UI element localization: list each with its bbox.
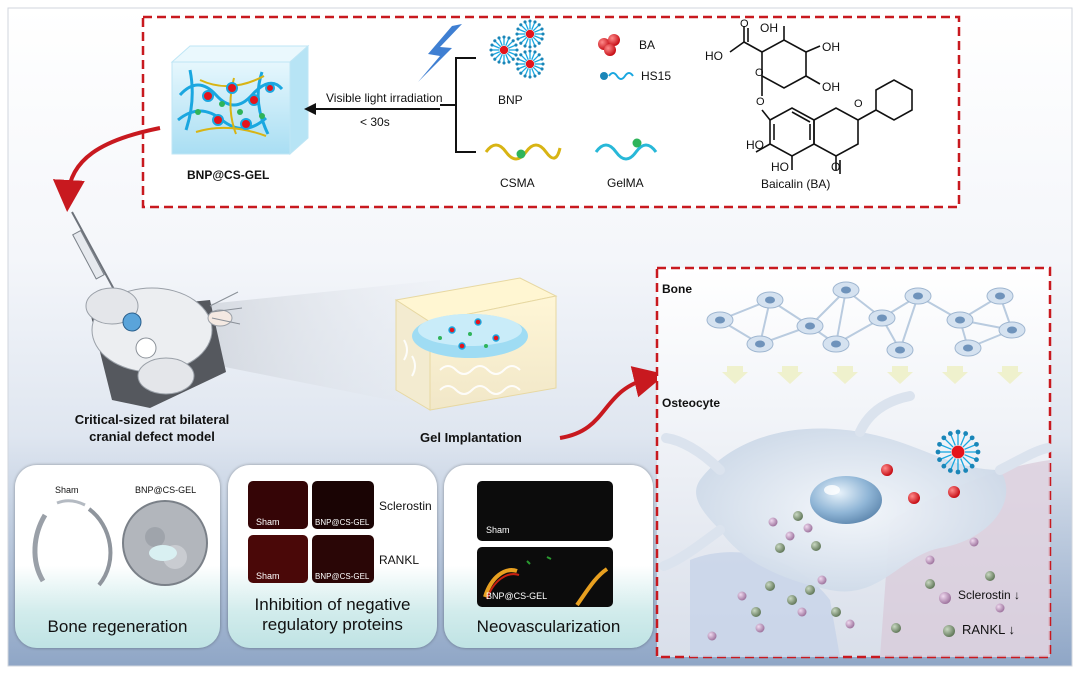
rat-model-label-line1: Critical-sized rat bilateral: [74, 412, 230, 427]
bone-regeneration-title: Bone regeneration: [47, 617, 188, 636]
sclerostin-label: Sclerostin ↓: [958, 588, 1021, 602]
sham-tag: Sham: [486, 525, 510, 535]
osteocyte-label: Osteocyte: [662, 396, 721, 410]
csma-label: CSMA: [500, 176, 535, 190]
sham-label: Sham: [55, 485, 79, 495]
csma-strand: [484, 143, 562, 161]
ba-legend-label: BA: [639, 38, 656, 52]
gel-tag: BNP@CS-GEL: [315, 518, 370, 527]
hydrogel-label: BNP@CS-GEL: [187, 168, 270, 182]
inhibition-title-line1: Inhibition of negative: [254, 595, 411, 614]
gelma-label: GelMA: [607, 176, 644, 190]
rankl-sham-image: [248, 535, 308, 583]
visible-light-label: Visible light irradiation: [326, 91, 443, 105]
neo-gel-image: [477, 547, 613, 607]
chem-ho: HO: [771, 160, 789, 174]
ba-released: [881, 464, 960, 504]
chem-o: O: [756, 96, 765, 108]
baicalin-label: Baicalin (BA): [761, 177, 831, 191]
hs15-legend-icon: [600, 72, 634, 80]
sham-tag: Sham: [256, 517, 280, 527]
protein-particles: [707, 511, 1005, 641]
chem-o: O: [755, 67, 764, 79]
chem-ho: HO: [746, 138, 764, 152]
rankl-gel-image: [312, 535, 374, 583]
bone-label: Bone: [662, 282, 692, 296]
red-arrow-top: [52, 126, 161, 212]
chem-o: O: [831, 160, 841, 174]
chem-ho: HO: [705, 49, 723, 63]
inhibition-title-line2: regulatory proteins: [262, 615, 403, 634]
chem-oh: OH: [822, 40, 840, 54]
osteocyte-cell: [659, 391, 1053, 592]
bone-regeneration-panel: Sham BNP@CS-GEL Bone regeneration: [15, 465, 220, 648]
rat-head: [85, 287, 243, 408]
gel-tag: BNP@CS-GEL: [486, 591, 548, 601]
bnp-label: BNP: [498, 93, 523, 107]
ba-legend-icon: [598, 34, 620, 56]
rankl-row-label: RANKL: [379, 553, 420, 567]
bnp-micelles: [489, 19, 545, 79]
neovascularization-panel: Sham BNP@CS-GEL Neovascularization: [444, 465, 653, 648]
neo-sham-image: [477, 481, 613, 541]
red-arrow-right: [559, 366, 666, 440]
neovascularization-title: Neovascularization: [476, 617, 621, 636]
gelma-strand: [594, 143, 658, 161]
rat-model-label-line2: cranial defect model: [89, 429, 215, 444]
gel-implant-label: Gel Implantation: [420, 430, 522, 445]
bnp-micelle-right: [935, 429, 981, 475]
time-label: < 30s: [360, 115, 390, 129]
sham-tag: Sham: [256, 571, 280, 581]
hydrogel-cube: [170, 44, 310, 156]
chem-o: O: [740, 18, 749, 30]
baicalin-structure: [729, 26, 913, 174]
sclerostin-gel-image: [312, 481, 374, 529]
micro-ct-images: [32, 499, 208, 587]
bnp-gel-label: BNP@CS-GEL: [135, 485, 197, 495]
sclerostin-sham-image: [248, 481, 308, 529]
signal-arrows: [722, 366, 1023, 384]
chem-oh: OH: [760, 21, 778, 35]
lightning-icon: [418, 24, 462, 82]
chem-oh: OH: [822, 80, 840, 94]
rankl-label: RANKL ↓: [962, 622, 1015, 637]
inhibition-panel: Sham BNP@CS-GEL Sham BNP@CS-GEL Sclerost…: [228, 465, 437, 648]
hs15-legend-label: HS15: [641, 69, 672, 83]
chem-o: O: [854, 98, 863, 110]
gel-tag: BNP@CS-GEL: [315, 572, 370, 581]
bone-scaffold-block: [394, 277, 558, 411]
sclerostin-row-label: Sclerostin: [379, 499, 432, 513]
osteocyte-network: [706, 281, 1026, 359]
